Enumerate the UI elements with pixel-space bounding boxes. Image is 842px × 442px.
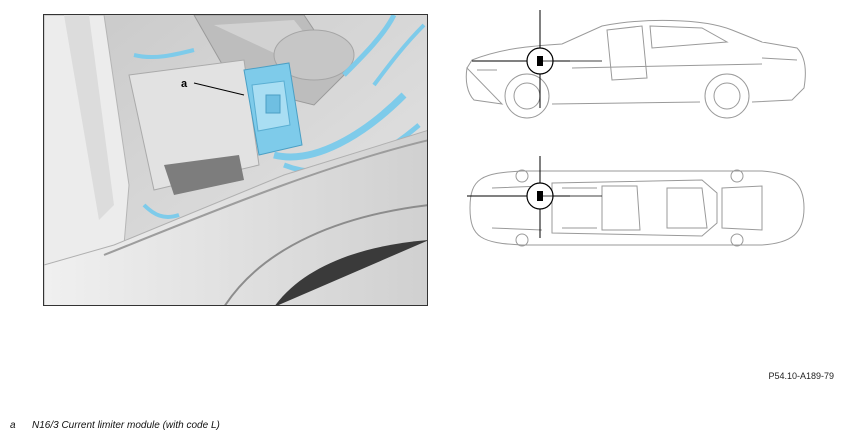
vehicle-location-views — [462, 8, 812, 308]
legend-text: N16/3 Current limiter module (with code … — [32, 420, 220, 431]
legend-key: a — [10, 420, 16, 431]
callout-a-label: a — [181, 78, 188, 90]
current-limiter-module — [243, 62, 303, 156]
vehicle-side-view — [465, 19, 806, 119]
legend-row: a N16/3 Current limiter module (with code… — [10, 420, 220, 431]
callout-leader-line — [193, 82, 245, 96]
location-marker-side — [472, 10, 602, 108]
vehicle-top-view — [469, 169, 805, 247]
location-marker-top — [467, 156, 602, 238]
vehicle-line-art — [465, 10, 806, 247]
component-location-image: a — [43, 14, 428, 306]
engine-bay-illustration: a — [44, 15, 427, 305]
figure-identifier: P54.10-A189-79 — [768, 371, 834, 381]
